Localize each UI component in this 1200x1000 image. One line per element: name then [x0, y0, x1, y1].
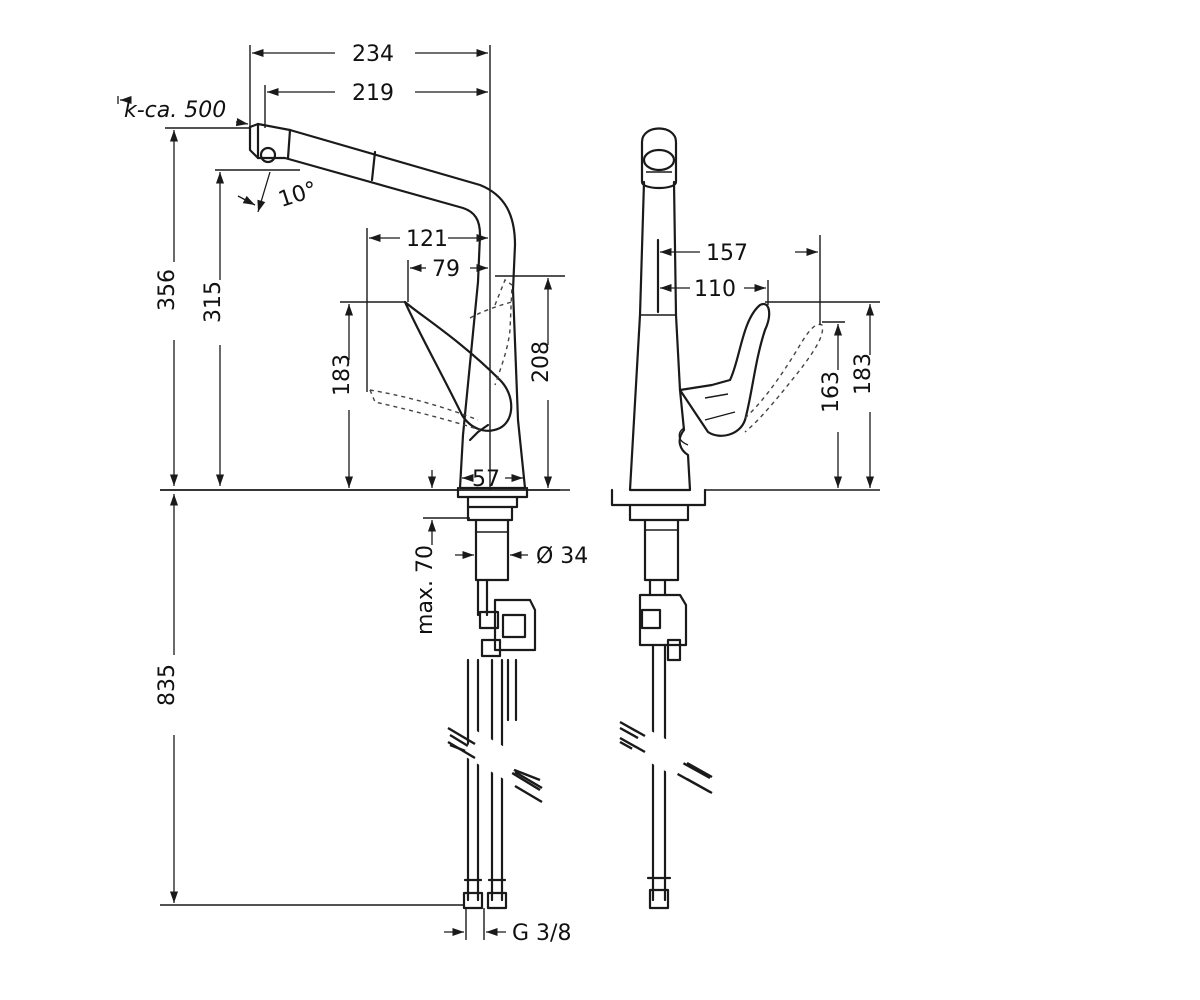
- hose-front: [651, 643, 667, 902]
- dim-835: 835: [155, 664, 180, 706]
- hose-cold: [466, 658, 480, 902]
- dim-183-left: 183: [330, 354, 355, 396]
- front-view-dimensions: 157 110 163 183: [660, 235, 880, 491]
- dim-208: 208: [529, 341, 554, 383]
- dim-315: 315: [201, 281, 226, 323]
- faucet-body: [458, 280, 527, 490]
- lever-front-alt: [744, 323, 824, 433]
- break-mark-right: [619, 720, 713, 795]
- dim-pullout: k-ca. 500: [124, 98, 226, 123]
- dim-219: 219: [352, 81, 394, 106]
- dim-79: 79: [432, 257, 460, 282]
- spout-tip: [248, 125, 260, 160]
- lever-front: [678, 302, 771, 437]
- connector-hot: [486, 891, 508, 910]
- dim-110: 110: [694, 277, 736, 302]
- connector-cold: [462, 891, 484, 910]
- hose-hot: [490, 658, 504, 902]
- base-plate: [456, 486, 529, 499]
- spout-joint: [370, 150, 377, 182]
- dim-234: 234: [352, 42, 394, 67]
- shank-front: [643, 518, 680, 582]
- lever-handle: [403, 300, 513, 432]
- dim-g38: G 3/8: [512, 921, 571, 946]
- front-view-faucet: [610, 127, 824, 910]
- aerator: [259, 146, 277, 164]
- valve-block: [493, 598, 537, 652]
- body-front: [628, 180, 692, 492]
- dim-356: 356: [155, 269, 180, 311]
- mounting-nut: [466, 505, 514, 522]
- break-mark-left: [447, 726, 543, 804]
- spout-head: [640, 127, 678, 190]
- hose-left: [476, 578, 489, 617]
- dim-57: 57: [472, 467, 500, 492]
- valve-front: [638, 593, 688, 647]
- side-view-faucet: [248, 122, 543, 910]
- dim-dia34: Ø 34: [536, 544, 588, 569]
- dim-max70: max. 70: [413, 545, 438, 635]
- dim-157: 157: [706, 241, 748, 266]
- lever-alt-position: [369, 389, 479, 421]
- connector-front: [648, 888, 670, 910]
- dim-163: 163: [819, 371, 844, 413]
- dim-183-right: 183: [851, 353, 876, 395]
- dim-121: 121: [406, 227, 448, 252]
- shank: [474, 518, 510, 582]
- dim-angle: 10°: [275, 177, 320, 213]
- pullout-hose: [506, 658, 518, 722]
- spout-upper-outline: [248, 122, 517, 292]
- base-front: [610, 488, 707, 507]
